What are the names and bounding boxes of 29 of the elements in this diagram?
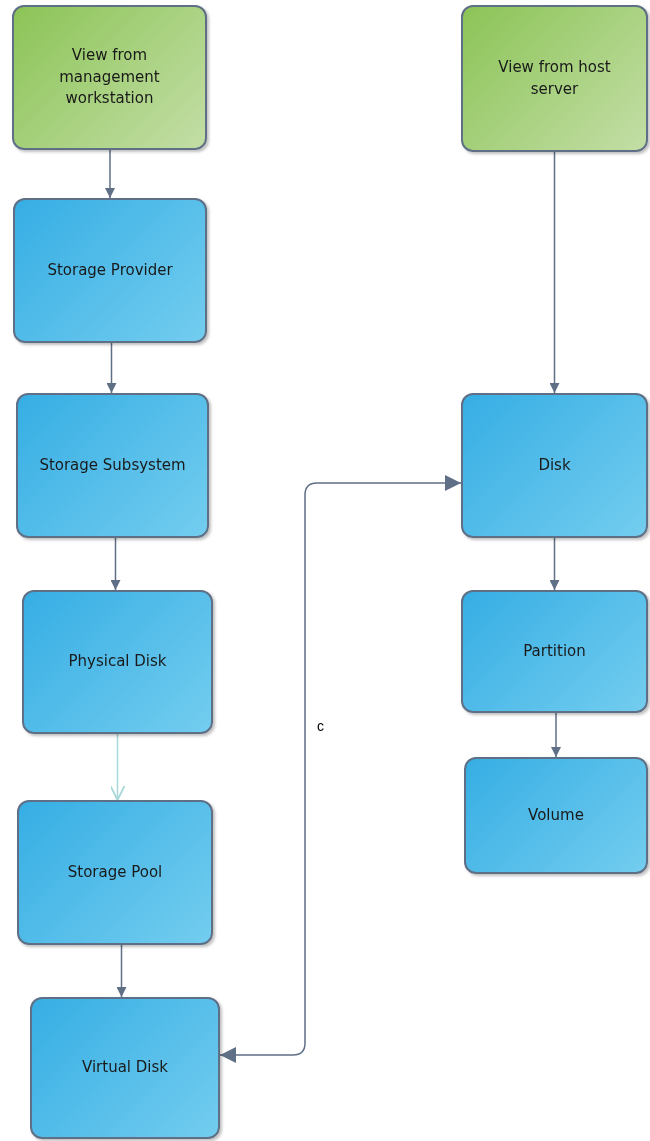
arrow <box>105 149 115 199</box>
node-label: Virtual Disk <box>81 1057 169 1079</box>
process-box <box>464 757 648 874</box>
arrow <box>219 475 462 1063</box>
process-box <box>22 590 213 734</box>
arrow <box>116 944 127 998</box>
arrow <box>109 733 126 801</box>
arrow <box>110 537 121 591</box>
process-box <box>13 198 207 343</box>
node-label: Storage Subsystem <box>38 454 187 476</box>
node-label: Volume <box>527 804 585 826</box>
node-label: Storage Provider <box>46 259 174 281</box>
node-label: View from management workstation <box>58 44 161 110</box>
node-label: View from host server <box>497 56 612 100</box>
process-box <box>30 997 220 1139</box>
node-label: Partition <box>522 640 587 662</box>
arrow <box>549 151 560 394</box>
process-box <box>16 393 209 538</box>
node-label: Storage Pool <box>66 861 164 883</box>
arrow <box>106 342 117 394</box>
view-box <box>12 5 207 150</box>
arrow <box>551 712 561 758</box>
process-box <box>461 393 648 538</box>
view-box <box>461 5 648 152</box>
process-box <box>461 590 648 713</box>
node-label: Disk <box>537 454 572 476</box>
arrow <box>549 537 560 591</box>
node-label: Physical Disk <box>67 651 168 673</box>
process-box <box>17 800 213 945</box>
